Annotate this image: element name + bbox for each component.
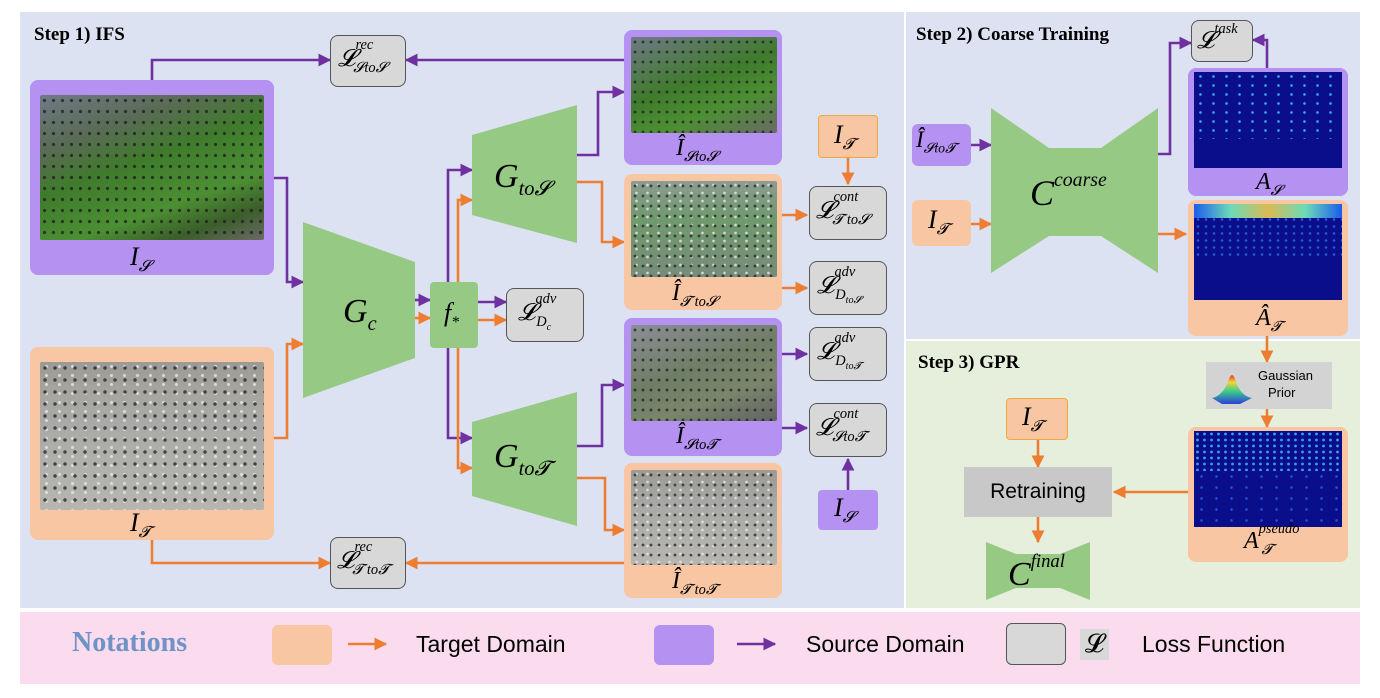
source-input-label: I𝓢 xyxy=(130,242,151,276)
arrow-gtot-to-tt xyxy=(576,476,626,537)
arrow-src-to-rec-loss xyxy=(150,53,332,80)
loss-rec-s-to-s xyxy=(330,35,406,87)
notation-source-swatch xyxy=(654,625,714,665)
generator-gc-shape xyxy=(303,222,415,398)
step3-title: Step 3) GPR xyxy=(918,352,1020,373)
s2-loss-task-label: 𝓛task xyxy=(1197,21,1238,54)
feature-f-box xyxy=(430,282,478,348)
s2-map-target-label: Â𝓣 xyxy=(1256,305,1282,335)
loss-rec-t-to-t xyxy=(330,537,406,589)
s3-final-network-label: Cfinal xyxy=(1008,550,1065,593)
loss-adv-dc xyxy=(506,288,584,342)
output-s-to-s-label: Î𝓢to𝓢 xyxy=(676,135,718,165)
notation-source-label: Source Domain xyxy=(806,631,965,657)
arrow-f-to-gtos-orange xyxy=(456,193,474,282)
loss-adv-dc-label: 𝓛advDc xyxy=(518,291,557,333)
generator-gc-label: Gc xyxy=(343,293,377,335)
generator-gtos-shape xyxy=(472,105,577,243)
loss-adv-d-to-t-label: 𝓛advDto𝓣 xyxy=(817,330,862,372)
aux-input-t-label: I𝓣 xyxy=(834,120,855,154)
loss-cont-s-to-t xyxy=(809,403,887,457)
s2-loss-task xyxy=(1191,20,1253,62)
arrow-f-to-gtot-purple xyxy=(446,346,474,445)
s2-map-source-heatmap xyxy=(1194,72,1342,168)
s2-input-s-to-t-label: Î𝓢to𝓣 xyxy=(916,127,956,156)
s3-final-network-shape xyxy=(986,542,1090,600)
notation-target-swatch xyxy=(272,625,332,665)
notations-title: Notations xyxy=(72,627,188,658)
step2-title: Step 2) Coarse Training xyxy=(916,24,1109,45)
notation-loss-swatch xyxy=(1006,623,1066,665)
s2-map-target-heatmap xyxy=(1194,204,1342,300)
arrow-gtos-to-ss xyxy=(576,85,626,157)
target-crowd-image xyxy=(40,362,264,510)
output-t-to-s-label: Î𝓣 to𝓢 xyxy=(672,280,717,310)
s2-input-s-to-t-box xyxy=(912,124,971,166)
s2-map-source-label: A𝓢 xyxy=(1256,169,1282,199)
s3-retraining-box: Retraining xyxy=(964,467,1112,517)
s3-input-t-label: I𝓣 xyxy=(1022,402,1043,436)
s3-gaussian-surface-icon xyxy=(1212,375,1252,404)
arrow-gtos-to-ts xyxy=(576,180,626,249)
step1-title: Step 1) IFS xyxy=(34,24,125,45)
s3-input-t-box xyxy=(1006,398,1068,440)
arrow-f-to-gtos-purple xyxy=(446,163,474,282)
s2-coarse-network-shape xyxy=(991,108,1158,273)
output-s-to-t-image xyxy=(631,325,777,421)
generator-gtos-label: Gto𝓢 xyxy=(494,158,551,200)
s2-input-t-label: I𝓣 xyxy=(928,205,949,239)
arrow-tgt-to-gc xyxy=(274,337,305,440)
source-crowd-image xyxy=(40,95,264,240)
loss-cont-t-to-s xyxy=(809,186,887,240)
output-t-to-t-image xyxy=(631,470,777,565)
output-t-to-t-label: Î𝓣 to𝓣 xyxy=(672,568,717,598)
notation-target-label: Target Domain xyxy=(416,631,566,657)
output-s-to-t-label: Î𝓢to𝓣 xyxy=(676,423,718,453)
loss-rec-t-to-t-label: 𝓛rec𝓣 to𝓣 xyxy=(337,539,390,578)
s3-gaussian-label-1: Gaussian xyxy=(1258,368,1313,383)
loss-adv-d-to-t xyxy=(809,327,887,381)
s3-pseudo-map-heatmap xyxy=(1194,431,1342,527)
target-input-label: I𝓣 xyxy=(130,508,151,542)
generator-gtot-shape xyxy=(472,392,577,526)
loss-adv-d-to-s xyxy=(809,261,887,315)
notation-loss-symbol: 𝓛 xyxy=(1080,629,1109,660)
arrow-s2-as-to-task xyxy=(1251,33,1269,68)
loss-rec-s-to-s-label: 𝓛rec𝓢to𝓢 xyxy=(338,37,387,76)
arrow-tgt-to-rec-loss xyxy=(150,540,332,570)
aux-input-s-box xyxy=(818,490,878,530)
feature-f-label: f* xyxy=(444,298,460,332)
aux-input-t-box xyxy=(818,115,878,158)
s2-coarse-network-label: Ccoarse xyxy=(1030,169,1107,213)
output-s-to-s-image xyxy=(631,37,777,133)
arrow-src-to-gc xyxy=(274,176,305,289)
generator-gtot-label: Gto𝓣 xyxy=(494,438,551,480)
output-t-to-s-image xyxy=(631,181,777,277)
loss-cont-s-to-t-label: 𝓛cont𝓢to𝓣 xyxy=(816,406,866,445)
notation-loss-label: Loss Function xyxy=(1142,631,1286,657)
loss-adv-d-to-s-label: 𝓛advDto𝓢 xyxy=(817,264,862,306)
arrow-gtot-to-st xyxy=(576,378,626,448)
aux-input-s-label: I𝓢 xyxy=(834,493,855,527)
s2-input-t-box xyxy=(912,200,971,246)
s3-gaussian-label-2: Prior xyxy=(1268,385,1296,400)
arrow-f-to-gtot-orange xyxy=(456,346,474,475)
arrow-s2-c-to-task xyxy=(1158,36,1193,156)
loss-cont-t-to-s-label: 𝓛cont𝓣 to𝓢 xyxy=(816,189,870,228)
s3-pseudo-map-label: Apseudo𝓣 xyxy=(1244,521,1300,558)
